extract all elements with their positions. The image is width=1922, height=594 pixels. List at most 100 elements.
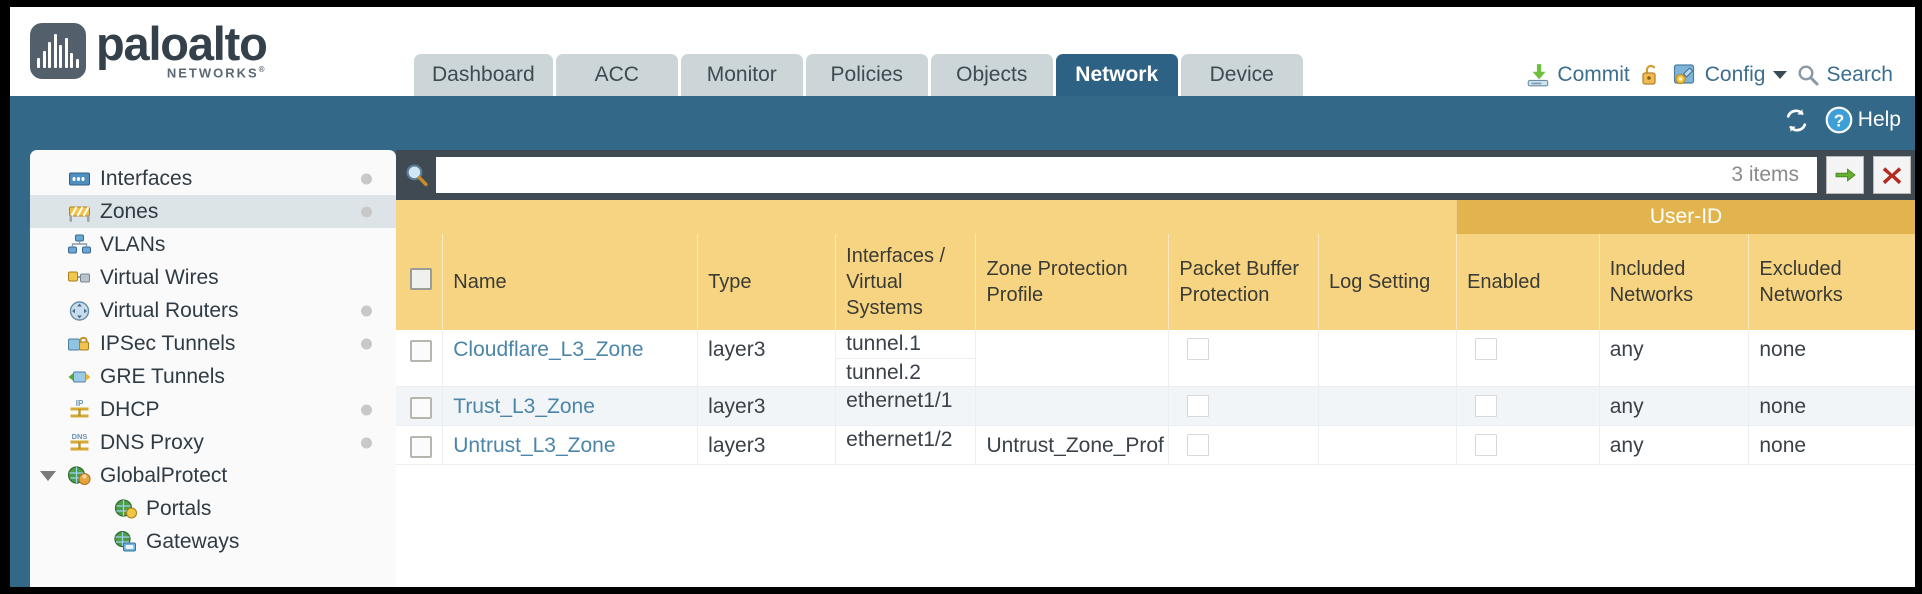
tab-label: Device [1209,63,1274,86]
cell-interfaces: tunnel.1 tunnel.2 [835,330,976,387]
cell-packet-buffer-protection [1168,386,1319,426]
lock-button[interactable] [1639,62,1663,88]
userid-enabled-checkbox[interactable] [1475,338,1498,360]
tab-monitor[interactable]: Monitor [680,54,803,96]
search-icon [1798,65,1819,86]
zone-name-link[interactable]: Trust_L3_Zone [453,395,595,418]
sidebar-item-status-dot [361,437,372,448]
svg-text:?: ? [1834,110,1845,130]
tab-label: Network [1075,63,1159,86]
tab-policies[interactable]: Policies [805,54,928,96]
svg-text:IP: IP [75,399,83,408]
sidebar-item-label: Gateways [146,529,240,553]
column-header-name[interactable]: Name [442,234,698,330]
filter-search-button[interactable] [396,152,436,198]
sidebar-item-vlans[interactable]: VLANs [30,228,396,261]
virtual-routers-icon [69,300,89,321]
column-header-included-networks[interactable]: Included Networks [1598,234,1749,330]
search-label: Search [1826,63,1893,86]
filter-bar: 3 items [396,150,1915,200]
apply-filter-arrow-icon [1835,168,1856,182]
sidebar-item-globalprotect[interactable]: GlobalProtect [30,459,396,492]
tab-objects[interactable]: Objects [930,54,1053,96]
sidebar-item-label: DNS Proxy [100,430,204,454]
sidebar-item-label: GlobalProtect [100,463,228,487]
cell-excluded-networks: none [1748,330,1915,387]
cell-log-setting [1318,330,1457,387]
interface-entry: tunnel.1 [846,332,921,355]
sidebar-item-zones[interactable]: Zones [30,195,396,228]
interface-entry: tunnel.2 [836,358,976,386]
select-all-checkbox[interactable] [410,267,432,290]
column-header-enabled[interactable]: Enabled [1456,234,1600,330]
row-checkbox[interactable] [410,436,432,458]
sidebar-item-virtual-wires[interactable]: Virtual Wires [30,261,396,294]
cell-packet-buffer-protection [1168,425,1319,465]
chevron-down-icon [1773,71,1788,79]
config-wrench-icon [1673,64,1694,85]
virtual-wires-icon [67,271,90,282]
cell-included-networks: any [1598,425,1749,465]
zone-name-link[interactable]: Cloudflare_L3_Zone [453,338,644,361]
commit-button[interactable]: Commit [1525,62,1630,88]
help-question-icon: ? [1825,106,1853,134]
userid-enabled-checkbox[interactable] [1475,395,1498,417]
tab-label: ACC [594,63,639,86]
packet-buffer-protection-checkbox[interactable] [1187,395,1210,417]
main-panel: 3 items [396,150,1915,587]
row-checkbox[interactable] [410,340,432,362]
sidebar-item-ipsec-tunnels[interactable]: IPSec Tunnels [30,327,396,360]
expand-collapse-triangle-icon[interactable] [40,470,56,481]
row-select-cell [396,425,443,465]
cell-name: Cloudflare_L3_Zone [442,330,698,387]
apply-filter-button[interactable] [1826,156,1864,194]
row-checkbox[interactable] [410,397,432,419]
tab-network[interactable]: Network [1055,54,1178,96]
column-header-type[interactable]: Type [697,234,836,330]
column-header-packet-buffer-protection[interactable]: Packet Buffer Protection [1168,234,1319,330]
virtual-routers-icon [66,300,92,322]
search-button[interactable]: Search [1796,63,1893,87]
help-label: Help [1857,108,1901,131]
packet-buffer-protection-checkbox[interactable] [1187,338,1210,360]
userid-enabled-checkbox[interactable] [1475,434,1498,456]
header-actions: Commit Config [1525,62,1893,88]
zones-icon [68,206,90,222]
sidebar-item-gre-tunnels[interactable]: GRE Tunnels [30,360,396,393]
sidebar-item-status-dot [361,404,372,415]
sidebar-item-virtual-routers[interactable]: Virtual Routers [30,294,396,327]
tab-device[interactable]: Device [1180,54,1303,96]
commit-label: Commit [1557,63,1630,86]
help-button[interactable]: ? Help [1825,106,1901,134]
zone-name-link[interactable]: Untrust_L3_Zone [453,434,616,457]
clear-filter-button[interactable] [1873,156,1911,194]
config-dropdown[interactable]: Config [1672,62,1788,88]
column-header-excluded-networks[interactable]: Excluded Networks [1748,234,1915,330]
tab-acc[interactable]: ACC [555,54,678,96]
gre-tunnels-icon [68,371,90,382]
brand-name: paloalto [96,17,268,70]
column-header-zone-protection-profile[interactable]: Zone Protection Profile [975,234,1169,330]
interface-entry: ethernet1/2 [846,428,953,451]
tab-label: Policies [830,63,903,86]
refresh-button[interactable] [1782,107,1811,134]
column-header-log-setting[interactable]: Log Setting [1318,234,1457,330]
sidebar-item-gateways[interactable]: Gateways [30,525,396,558]
sidebar-item-portals[interactable]: Portals [30,492,396,525]
packet-buffer-protection-checkbox[interactable] [1187,434,1210,456]
cell-log-setting [1318,425,1457,465]
band-actions: ? Help [1782,106,1901,134]
column-header-interfaces-virtual-systems[interactable]: Interfaces / Virtual Systems [835,234,976,330]
filter-input[interactable]: 3 items [436,157,1817,193]
sidebar-item-interfaces[interactable]: Interfaces [30,162,396,195]
cell-name: Trust_L3_Zone [442,386,698,426]
tab-dashboard[interactable]: Dashboard [414,54,553,96]
